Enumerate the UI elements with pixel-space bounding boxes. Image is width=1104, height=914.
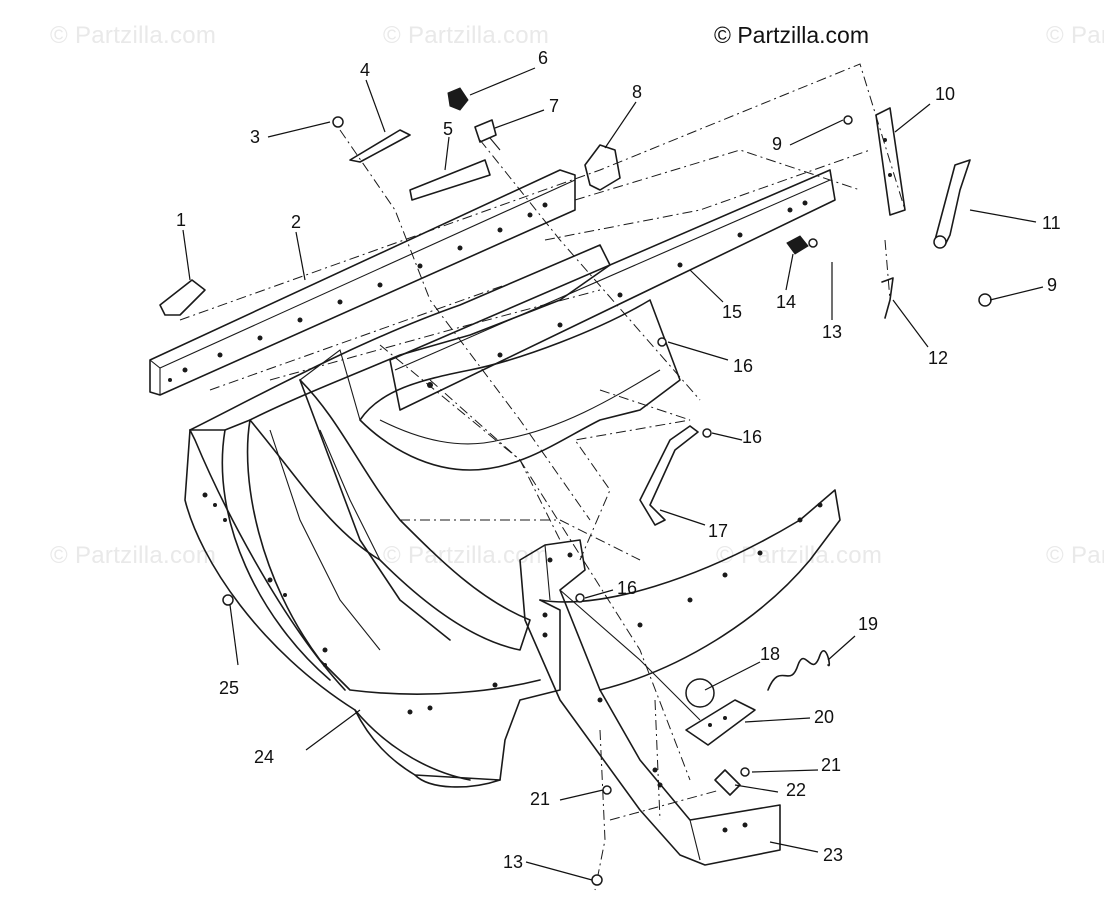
strip-5	[409, 159, 491, 201]
callout-3: 3	[250, 127, 260, 147]
callout-16-a: 16	[733, 356, 753, 376]
callout-24: 24	[254, 747, 274, 767]
clip-22	[714, 769, 741, 796]
callout-7: 7	[549, 96, 559, 116]
callout-2: 2	[291, 212, 301, 232]
callout-17: 17	[708, 521, 728, 541]
bracket-20	[685, 699, 756, 746]
callout-6: 6	[538, 48, 548, 68]
watermark: © Partzilla.com	[383, 22, 550, 49]
callout-9-upper: 9	[772, 134, 782, 154]
spring-19	[767, 650, 831, 691]
latch-8	[584, 144, 621, 191]
callout-13-lower: 13	[503, 852, 523, 872]
callout-18: 18	[760, 644, 780, 664]
watermark: © Partzilla.com	[50, 542, 217, 569]
lower-rail	[389, 169, 836, 411]
callout-1: 1	[176, 210, 186, 230]
callout-10: 10	[935, 84, 955, 104]
bolt-7	[474, 119, 501, 151]
bracket-10	[875, 107, 906, 216]
copyright-notice: © Partzilla.com	[714, 22, 869, 48]
callout-4: 4	[360, 60, 370, 80]
watermark: © Partzilla.com	[716, 542, 883, 569]
callout-5: 5	[443, 119, 453, 139]
assembly-centerlines	[179, 63, 906, 891]
strut-11	[933, 159, 971, 249]
callout-labels: 1 2 3 4 5 6 7 8 9 9 10 11 12 13 13 14 15…	[176, 48, 1061, 872]
callout-16-b: 16	[742, 427, 762, 447]
hood-body	[184, 244, 681, 788]
callout-25: 25	[219, 678, 239, 698]
plate-4	[349, 129, 411, 163]
callout-15: 15	[722, 302, 742, 322]
watermark: © Partzilla.com	[1046, 542, 1104, 569]
plug-18	[685, 678, 715, 708]
grommet-14	[786, 235, 809, 255]
callout-21-left: 21	[530, 789, 550, 809]
callout-22: 22	[786, 780, 806, 800]
grommet-6	[447, 87, 469, 111]
callout-9-lower: 9	[1047, 275, 1057, 295]
callout-14: 14	[776, 292, 796, 312]
watermark: © Partzilla.com	[50, 22, 217, 49]
leader-lines	[182, 67, 1044, 881]
front-apron	[519, 489, 841, 866]
callout-12: 12	[928, 348, 948, 368]
callout-21-right: 21	[821, 755, 841, 775]
bracket-17	[639, 425, 699, 526]
upper-rail	[149, 169, 576, 396]
bracket-1	[159, 279, 206, 316]
watermark: © Partzilla.com	[1046, 22, 1104, 49]
pin-12	[881, 277, 894, 319]
callout-20: 20	[814, 707, 834, 727]
callout-16-c: 16	[617, 578, 637, 598]
callout-13-upper: 13	[822, 322, 842, 342]
callout-23: 23	[823, 845, 843, 865]
fasteners	[222, 115, 992, 886]
callout-11: 11	[1042, 213, 1061, 233]
watermark: © Partzilla.com	[383, 542, 550, 569]
callout-8: 8	[632, 82, 642, 102]
callout-19: 19	[858, 614, 878, 634]
